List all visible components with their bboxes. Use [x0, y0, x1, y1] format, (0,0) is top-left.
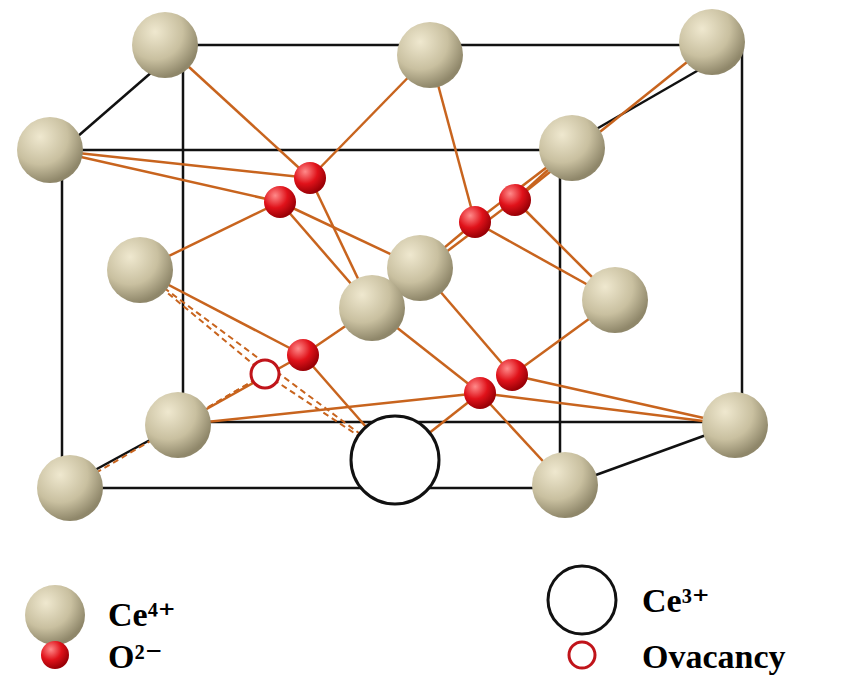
ce4-atom — [679, 9, 745, 75]
oxygen-atom — [264, 186, 296, 218]
oxygen-atom — [496, 359, 528, 391]
legend-symbol — [569, 642, 595, 668]
ce4-atom — [145, 392, 211, 458]
oxygen-atom — [287, 339, 319, 371]
legend-label: Ce⁴⁺ — [108, 598, 176, 632]
bond-line — [178, 393, 480, 425]
ce4-atom — [132, 12, 198, 78]
ce4-atom — [582, 267, 648, 333]
legend-swatch — [548, 566, 616, 634]
ce4-atom — [17, 117, 83, 183]
bond-line — [50, 150, 280, 202]
legend-label: Ce³⁺ — [642, 584, 710, 618]
vacancy-bond — [70, 374, 265, 488]
atoms — [17, 9, 768, 521]
cube-edge — [183, 44, 742, 47]
oxygen-vacancy — [251, 360, 279, 388]
legend-swatch — [25, 585, 85, 645]
ce4-atom — [339, 275, 405, 341]
cube-edge — [183, 421, 742, 424]
ce4-atom — [397, 22, 463, 88]
oxygen-atom — [459, 206, 491, 238]
legend-swatch — [41, 641, 69, 669]
cube-edge — [62, 149, 560, 152]
bond-line — [515, 42, 712, 200]
ce4-atom — [37, 455, 103, 521]
ce4-atom — [539, 115, 605, 181]
legend-label: Ovacancy — [642, 640, 786, 674]
cube-edge — [182, 45, 185, 422]
legend-label: O²⁻ — [108, 640, 163, 674]
oxygen-atom — [464, 377, 496, 409]
cube-edge — [62, 487, 560, 490]
cube-edge — [61, 150, 64, 488]
bond-line — [480, 393, 735, 425]
bond-line — [50, 150, 310, 178]
oxygen-atom — [294, 162, 326, 194]
ce4-atom — [532, 452, 598, 518]
oxygen-atom — [499, 184, 531, 216]
bond-line — [512, 375, 735, 425]
ce3-atom — [351, 416, 439, 504]
ce4-atom — [107, 237, 173, 303]
cube-edge — [741, 45, 744, 422]
ce4-atom — [702, 392, 768, 458]
cube-edge — [559, 150, 562, 488]
